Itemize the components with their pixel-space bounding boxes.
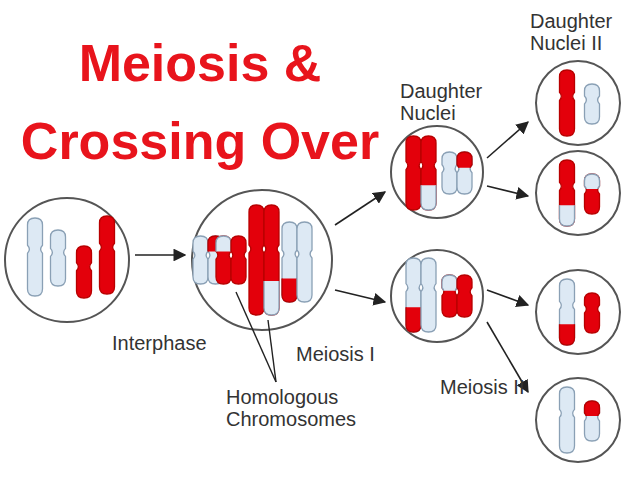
chromatid <box>406 307 421 332</box>
chromatid <box>585 401 600 441</box>
chromatid <box>77 246 92 298</box>
cell <box>5 198 129 322</box>
cell <box>192 190 332 330</box>
stage-label: Daughter Nuclei II <box>530 10 630 54</box>
stage-label: Meiosis I <box>296 343 406 365</box>
chromatid <box>560 387 575 453</box>
chromatid <box>282 279 297 302</box>
chromatid <box>406 136 421 210</box>
chromatid <box>264 205 279 315</box>
chromatid <box>421 258 436 332</box>
chromatid <box>560 205 575 226</box>
leader-line <box>268 320 276 382</box>
chromatid <box>560 324 575 345</box>
chromatid <box>585 174 600 189</box>
chromatid <box>442 275 457 317</box>
chromatid <box>585 174 600 214</box>
arrow <box>335 290 385 302</box>
chromatid <box>193 236 208 284</box>
cell <box>536 151 620 235</box>
chromatid <box>264 281 279 315</box>
title: Meiosis & Crossing Over <box>0 24 400 180</box>
chromatid <box>442 152 457 194</box>
chromatid <box>421 136 436 210</box>
chromatid <box>442 275 457 291</box>
cell <box>536 270 620 354</box>
cell <box>391 126 483 218</box>
cell <box>536 61 620 145</box>
chromatid <box>216 236 231 284</box>
stage-label: Interphase <box>112 332 242 354</box>
chromatid <box>231 236 246 284</box>
chromatid <box>406 258 421 332</box>
arrow <box>487 186 528 196</box>
chromatid <box>585 84 600 124</box>
chromatid <box>457 275 472 317</box>
arrow <box>487 290 528 305</box>
stage-label: Daughter Nuclei <box>400 80 495 124</box>
stage-label: Meiosis II <box>440 376 550 398</box>
chromatid <box>216 236 231 251</box>
cell <box>391 250 483 342</box>
chromatid <box>585 401 600 416</box>
chromatid <box>51 230 66 286</box>
chromatid <box>560 160 575 226</box>
chromatid <box>457 152 472 168</box>
chromatid <box>282 222 297 302</box>
chromatid <box>297 222 312 302</box>
chromatid <box>249 205 264 315</box>
chromatid <box>100 216 115 294</box>
chromatid <box>28 218 43 296</box>
arrow <box>335 192 385 225</box>
chromatid <box>585 293 600 333</box>
chromatid <box>560 70 575 136</box>
chromatid <box>421 185 436 210</box>
cell <box>536 378 620 462</box>
chromatid <box>457 152 472 194</box>
arrow <box>487 122 528 158</box>
arrow <box>135 254 185 256</box>
chromatid <box>560 279 575 345</box>
stage-label: Homologous Chromosomes <box>226 386 401 430</box>
